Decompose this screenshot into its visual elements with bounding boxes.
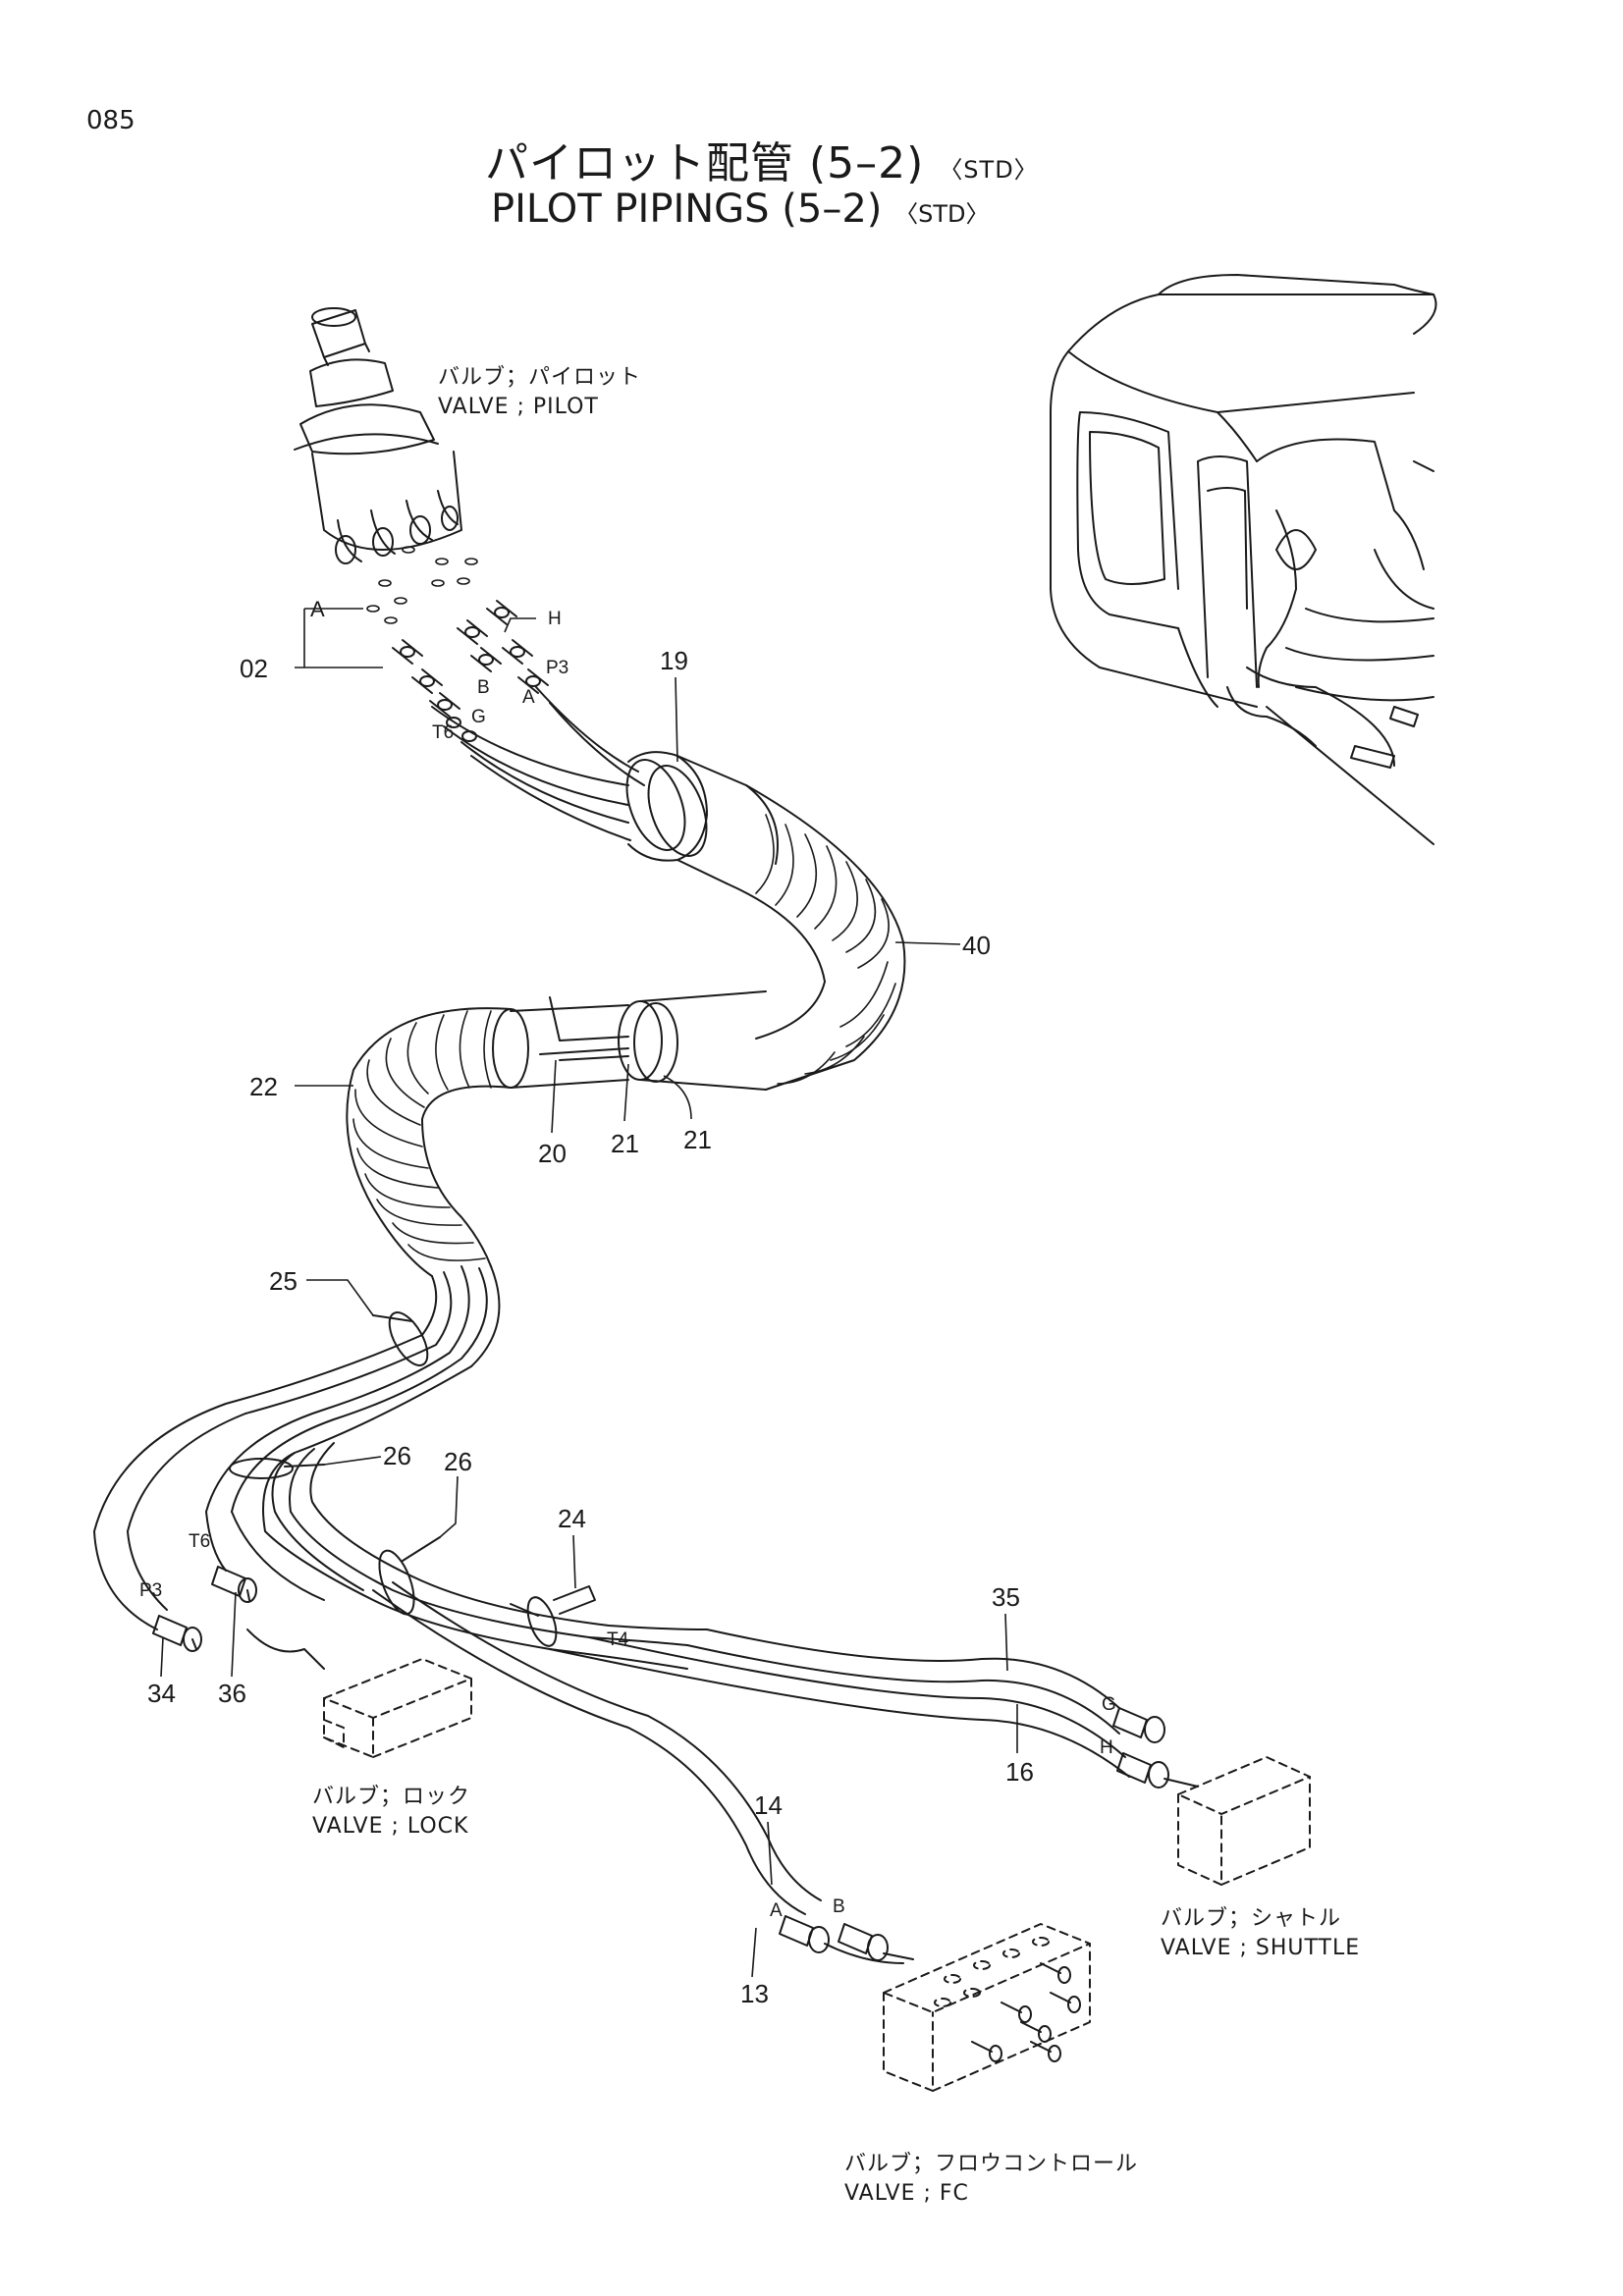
leader-A-bracket (303, 608, 363, 667)
part-number: 34 (147, 1679, 176, 1708)
part-number: 36 (218, 1679, 246, 1708)
port-label: B (833, 1896, 845, 1917)
fc-ports-drawing (971, 1962, 1081, 2062)
part-number: 25 (269, 1266, 298, 1296)
port-label: T6 (432, 722, 455, 743)
leader-21a (623, 1063, 629, 1122)
leader-H (504, 617, 536, 633)
port-label: A (522, 687, 535, 708)
caption-lock-jp: バルブ；ロック (312, 1785, 471, 1809)
fc-fittings-drawing (779, 1915, 914, 1964)
part-number: 14 (754, 1790, 783, 1820)
part-number: 35 (992, 1582, 1020, 1612)
leader-21b (663, 1075, 692, 1120)
port-label: T6 (189, 1531, 211, 1552)
caption-shuttle-valve: バルブ；シャトル VALVE ; SHUTTLE (1161, 1904, 1360, 1963)
caption-pilot-en: VALVE ; PILOT (438, 395, 599, 419)
port-label: G (1102, 1694, 1116, 1715)
part-number: 26 (383, 1441, 411, 1470)
part-number: 26 (444, 1447, 472, 1476)
caption-shuttle-en: VALVE ; SHUTTLE (1161, 1936, 1361, 1960)
caption-pilot-jp: バルブ；パイロット (438, 365, 642, 390)
fc-valve-drawing (883, 1923, 1091, 2092)
caption-fc-jp: バルブ；フロウコントロール (844, 2152, 1139, 2176)
port-label: B (477, 677, 490, 698)
port-label: P3 (139, 1580, 163, 1601)
leader-35 (1004, 1613, 1008, 1672)
shuttle-leader-drawing (1163, 1778, 1199, 1788)
title-en-text: PILOT PIPINGS (5–2) (491, 187, 883, 232)
pilot-valve-drawing (294, 307, 478, 624)
lock-fittings-drawing (152, 1566, 257, 1652)
leader-36 (231, 1591, 237, 1678)
port-label: H (1100, 1737, 1113, 1758)
leader-13 (751, 1927, 757, 1978)
clamp-sleeve-drawing (492, 990, 767, 1091)
part-number: 21 (611, 1129, 639, 1158)
port-label: T4 (607, 1629, 629, 1650)
lock-valve-drawing (323, 1658, 472, 1758)
leader-24 (572, 1534, 576, 1589)
part-number: 24 (558, 1504, 586, 1533)
port-label: H (548, 609, 562, 629)
caption-lock-en: VALVE ; LOCK (312, 1814, 469, 1839)
leader-19 (675, 676, 678, 763)
title-en-tag: 〈STD〉 (894, 200, 990, 228)
leader-20 (551, 1059, 557, 1134)
shuttle-valve-drawing (1177, 1756, 1311, 1886)
leader-34 (160, 1636, 164, 1678)
caption-fc-valve: バルブ；フロウコントロール VALVE ; FC (844, 2150, 1138, 2209)
part-number: 40 (962, 931, 991, 960)
lower-hoses-drawing (93, 1265, 1130, 1915)
port-label: A (770, 1900, 783, 1921)
leader-26b (439, 1475, 459, 1538)
caption-lock-valve: バルブ；ロック VALVE ; LOCK (312, 1783, 470, 1842)
lock-leader-drawing (246, 1629, 325, 1670)
page-number: 085 (86, 106, 135, 135)
part-number: 13 (740, 1979, 769, 2008)
leader-14 (767, 1821, 773, 1886)
corrugated-boot-22-drawing (346, 1007, 512, 1277)
part-number: 20 (538, 1139, 567, 1168)
caption-fc-en: VALVE ; FC (844, 2181, 969, 2206)
part-number: 02 (240, 654, 268, 683)
leader-26a (323, 1456, 382, 1466)
caption-pilot-valve: バルブ；パイロット VALVE ; PILOT (438, 363, 641, 422)
part-number: 21 (683, 1125, 712, 1154)
corrugated-boot-drawing (625, 751, 906, 1091)
pilot-fittings-drawing (392, 600, 549, 742)
port-label: G (471, 707, 486, 727)
title-english: PILOT PIPINGS (5–2) 〈STD〉 (491, 187, 989, 232)
part-number: 22 (249, 1072, 278, 1101)
part-number: 16 (1005, 1757, 1034, 1787)
port-label: A (310, 597, 325, 621)
cab-inset-drawing (1050, 274, 1437, 845)
title-japanese: パイロット配管 (5–2) 〈STD〉 (485, 128, 1039, 190)
caption-shuttle-jp: バルブ；シャトル (1161, 1906, 1342, 1931)
leader-25 (306, 1279, 374, 1316)
cable-ties-drawing (229, 1311, 596, 1647)
title-jp-text: パイロット配管 (5–2) (485, 138, 925, 188)
port-label: P3 (546, 658, 569, 678)
upper-hoses-drawing (431, 686, 645, 841)
shuttle-fittings-drawing (1112, 1707, 1169, 1789)
title-jp-tag: 〈STD〉 (939, 156, 1039, 184)
leader-40 (894, 941, 961, 945)
part-number: 19 (660, 646, 688, 675)
